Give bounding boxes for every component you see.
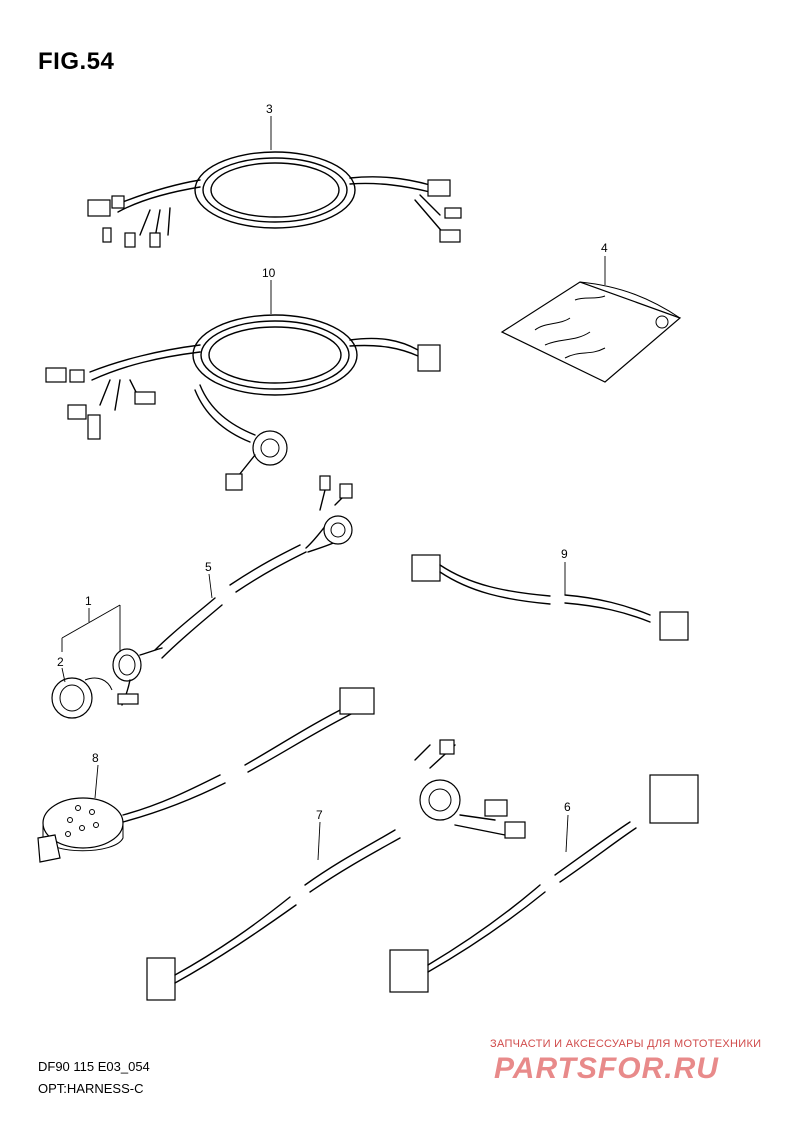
watermark-tagline: ЗАПЧАСТИ И АКСЕССУАРЫ ДЛЯ МОТОТЕХНИКИ	[490, 1038, 762, 1050]
part-label-4: 4	[601, 241, 608, 255]
part-label-9: 9	[561, 547, 568, 561]
watermark-logo: PARTSFOR.RU	[494, 1052, 719, 1085]
part-label-2: 2	[57, 655, 64, 669]
part-2-cap[interactable]	[51, 677, 113, 719]
part-5-harness[interactable]	[154, 475, 353, 659]
part-label-1: 1	[85, 594, 92, 608]
part-label-5: 5	[205, 560, 212, 574]
part-7-harness[interactable]	[146, 739, 526, 1001]
part-8-buzzer[interactable]	[37, 687, 375, 863]
figure-name: OPT:HARNESS-C	[38, 1081, 144, 1096]
figure-code: DF90 115 E03_054	[38, 1059, 150, 1074]
part-9-harness[interactable]	[411, 554, 689, 641]
part-label-8: 8	[92, 751, 99, 765]
part-label-3: 3	[266, 102, 273, 116]
part-label-7: 7	[316, 808, 323, 822]
part-label-10: 10	[262, 266, 276, 280]
part-1-socket[interactable]	[112, 647, 163, 706]
part-label-6: 6	[564, 800, 571, 814]
part-6-harness[interactable]	[389, 774, 699, 993]
figure-title: FIG.54	[38, 48, 115, 75]
part-3-harness[interactable]	[87, 151, 462, 248]
part-10-harness[interactable]	[45, 314, 441, 491]
part-4-bag[interactable]	[500, 281, 682, 383]
